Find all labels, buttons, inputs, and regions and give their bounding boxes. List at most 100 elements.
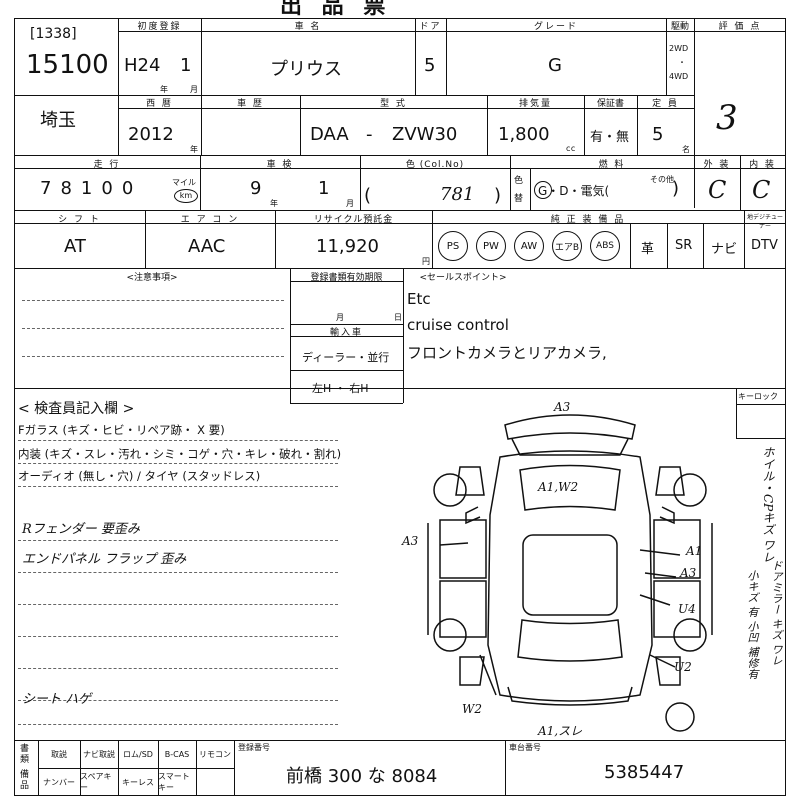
equip-navi: ナビ [711, 242, 738, 257]
inspection-rule [18, 604, 338, 605]
color-change-label: 色替 [514, 176, 524, 204]
inspection-rule [18, 540, 338, 541]
license-plate: 前橋 300 な 8084 [286, 766, 438, 787]
yen-unit: 円 [422, 257, 431, 266]
handwritten-note: Rフェンダー 要歪み [22, 522, 140, 537]
footer-cell: ナンバー [43, 777, 75, 787]
inspection-month: 1 [318, 178, 330, 199]
month-unit: 月 [190, 85, 199, 94]
damage-label: A3 [680, 566, 697, 580]
recycle-value: 11,920 [316, 236, 379, 257]
year-unit-3: 年 [270, 199, 279, 208]
drive-separator: ・ [678, 58, 687, 67]
registration-label: 登録書類有効期限 [310, 273, 383, 283]
inspection-label: 車 検 [266, 160, 294, 170]
shift-label: シ フ ト [58, 215, 101, 225]
inspection-rule [18, 572, 338, 573]
registration-month: 月 [336, 313, 345, 322]
damage-label: U2 [674, 660, 692, 674]
row1-header-rule [118, 31, 785, 32]
mileage-digit: 0 [121, 178, 143, 199]
displacement-label: 排気量 [518, 99, 552, 109]
drive-4wd: 4WD [669, 72, 689, 81]
inspection-rule [18, 700, 338, 701]
car-damage-diagram [427, 414, 713, 732]
equip-abs: ABS [590, 231, 620, 261]
car-name: プリウス [270, 59, 342, 80]
inspection-rule [18, 668, 338, 669]
plate-label: 登録番号 [238, 743, 270, 752]
cc-unit: cc [566, 144, 576, 153]
caution-line [22, 356, 284, 357]
equip-leather: 革 [641, 242, 655, 257]
fuel-close-paren: ) [672, 178, 680, 199]
equipment-label: 純 正 装 備 品 [550, 215, 626, 225]
displacement: 1,800 [498, 124, 550, 145]
sales-point: フロントカメラとリアカメラ, [407, 344, 607, 362]
inspection-rule [18, 724, 338, 725]
side-note: ホイル・CPキズ ワレ [761, 446, 775, 564]
equip-airbag: エアB [552, 231, 582, 261]
color-close-paren: ) [494, 185, 502, 206]
drive-label: 駆動 [670, 22, 689, 32]
inspection-year: 9 [250, 178, 262, 199]
color-code: 781 [440, 184, 475, 205]
import-label: 輸入車 [329, 328, 363, 338]
model-year-label: 車 歴 [237, 99, 264, 109]
inspection-rule [18, 463, 338, 464]
grade-label: グレード [533, 22, 578, 32]
first-reg-label: 初度登録 [137, 22, 182, 32]
mileage-digit: 0 [101, 178, 122, 199]
sales-label: <セールスポイント> [419, 273, 507, 283]
western-year-label: 西 暦 [146, 99, 173, 109]
chassis-label: 車台番号 [509, 743, 541, 752]
inspection-rule [18, 486, 338, 487]
equip-aw: AW [514, 231, 544, 261]
mileage-unit-km: km [174, 189, 198, 203]
score-label: 評 価 点 [718, 22, 762, 32]
interior-grade: C [752, 176, 771, 204]
items-label: 備品 [20, 770, 30, 791]
recycle-label: リサイクル預託金 [313, 215, 394, 225]
color-open-paren: ( [364, 185, 372, 206]
western-year: 2012 [128, 124, 174, 145]
fuel-label: 燃 料 [598, 160, 626, 170]
model-label: 型 式 [380, 99, 407, 109]
damage-label: A1,スレ [538, 724, 583, 738]
model-dash: - [366, 124, 373, 145]
mileage-digit: 7 [40, 178, 61, 199]
damage-label: U4 [678, 602, 696, 616]
capacity: 5 [652, 124, 664, 145]
shift-value: AT [64, 236, 86, 257]
handwritten-note: エンドパネル フラップ 歪み [22, 552, 187, 567]
warranty: 有・無 [590, 130, 630, 145]
mileage-digit: 8 [60, 178, 81, 199]
prefecture: 埼玉 [40, 110, 76, 131]
lot-id: [1338] [30, 26, 77, 42]
equip-sr: SR [675, 238, 693, 253]
dtv-label: 地デジチューナー [746, 214, 783, 230]
warranty-label: 保証書 [596, 99, 624, 109]
first-reg-era: H24 [124, 55, 161, 76]
damage-label: A3 [402, 534, 419, 548]
mileage-label: 走 行 [93, 160, 121, 170]
caution-line [22, 300, 284, 301]
inspection-line: 内装 (キズ・スレ・汚れ・シミ・コゲ・穴・キレ・破れ・割れ) [18, 447, 342, 461]
interior-label: 内 装 [749, 160, 776, 170]
fuel-options: G・D・電気( [538, 184, 610, 198]
year-unit-2: 年 [190, 145, 199, 154]
sales-point: Etc [407, 290, 431, 308]
docs-label: 書類 [20, 744, 30, 765]
side-note: 小キズ 有 小凹 補修有 [746, 570, 759, 680]
inspection-title: < 検査員記入欄 > [18, 401, 135, 417]
lot-number: 15100 [26, 50, 109, 80]
sheet-frame [14, 18, 786, 796]
dealer-option: ディーラー・並行 [302, 351, 390, 364]
model-prefix: DAA [310, 124, 349, 145]
inspection-line: Fガラス (キズ・ヒビ・リペア跡・ X 要) [18, 423, 225, 437]
equip-ps: PS [438, 231, 468, 261]
damage-label: A1,W2 [538, 480, 579, 494]
damage-label: A3 [554, 400, 571, 414]
doors-value: 5 [424, 55, 436, 76]
caution-label: <注意事項> [126, 273, 178, 283]
